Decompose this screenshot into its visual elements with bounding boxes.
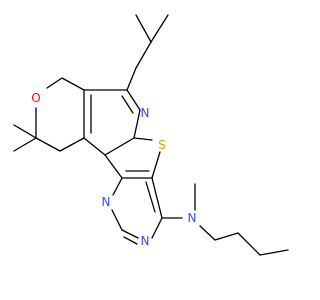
bond xyxy=(104,154,123,179)
bond xyxy=(111,209,123,231)
nitrogen-atom-label: N xyxy=(141,234,150,248)
bond xyxy=(135,14,152,43)
bond xyxy=(13,124,37,139)
bond xyxy=(104,137,135,156)
sulfur-atom-label: S xyxy=(158,138,166,152)
bond xyxy=(135,41,152,69)
nitrogen-atom-label: N xyxy=(102,195,111,209)
bond xyxy=(126,67,137,91)
bond xyxy=(259,249,289,256)
bond xyxy=(237,232,261,256)
bond xyxy=(145,181,156,213)
bond xyxy=(151,177,163,219)
atom-label-layer: O N S N N N xyxy=(31,91,196,248)
bond xyxy=(59,137,85,152)
molecule-structure-diagram: O N S N N N xyxy=(13,14,289,256)
bond xyxy=(214,232,239,241)
bond xyxy=(126,89,141,111)
bond xyxy=(133,137,153,141)
bond-layer xyxy=(13,14,289,256)
bond xyxy=(123,236,138,245)
bond xyxy=(112,177,123,196)
oxygen-atom-label: O xyxy=(31,91,40,105)
bond xyxy=(121,95,134,114)
bond xyxy=(35,137,61,152)
nitrogen-atom-label: N xyxy=(188,211,197,225)
bond xyxy=(199,225,216,241)
nitrogen-atom-label: N xyxy=(141,106,150,120)
bond xyxy=(61,77,85,91)
bond xyxy=(13,137,37,152)
bond xyxy=(151,151,161,179)
bond xyxy=(151,217,163,239)
bond xyxy=(83,137,106,156)
bond xyxy=(46,77,63,89)
bond xyxy=(133,109,141,139)
bond xyxy=(150,14,169,43)
bond xyxy=(121,229,139,239)
